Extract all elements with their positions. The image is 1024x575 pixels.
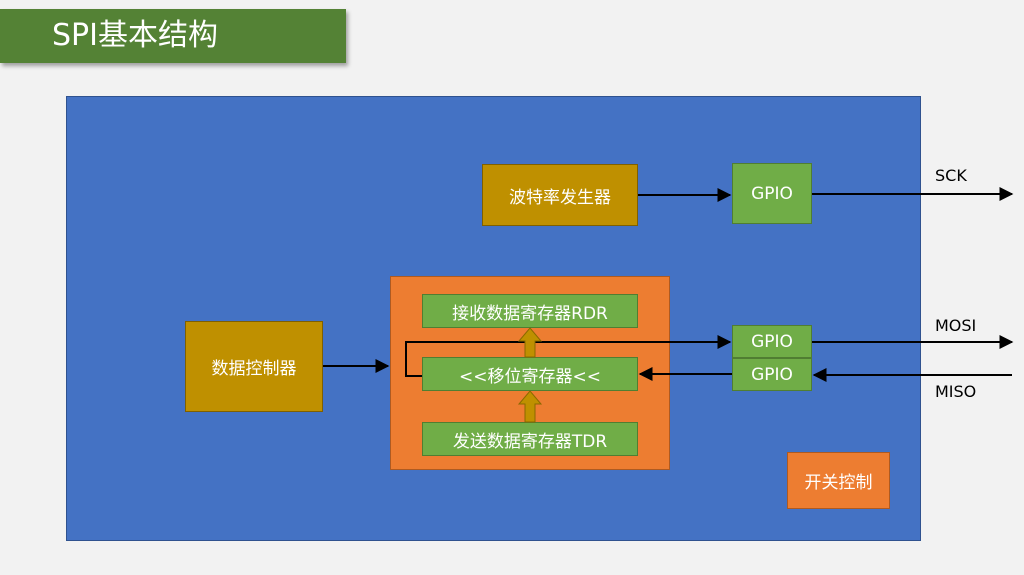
tdr-to-shift-block-arrow bbox=[517, 390, 543, 423]
mosi-label: MOSI bbox=[935, 316, 977, 335]
title-bar: SPI基本结构 bbox=[0, 9, 346, 63]
sck-label: SCK bbox=[935, 166, 967, 185]
slide-title: SPI基本结构 bbox=[52, 18, 218, 53]
shift-to-rdr-block-arrow bbox=[517, 327, 543, 358]
gpio-sck-block: GPIO bbox=[732, 163, 812, 224]
shift-to-mosi-wire bbox=[405, 335, 732, 377]
switch-control-block: 开关控制 bbox=[787, 452, 890, 509]
shift-register: <<移位寄存器<< bbox=[422, 357, 638, 391]
gpio-mosi-block: GPIO bbox=[732, 325, 812, 358]
transmit-data-register-tdr: 发送数据寄存器TDR bbox=[422, 422, 638, 456]
gpio-miso-block: GPIO bbox=[732, 358, 812, 391]
miso-label: MISO bbox=[935, 382, 977, 401]
baud-rate-generator-block: 波特率发生器 bbox=[482, 164, 638, 226]
data-controller-block: 数据控制器 bbox=[185, 321, 323, 412]
